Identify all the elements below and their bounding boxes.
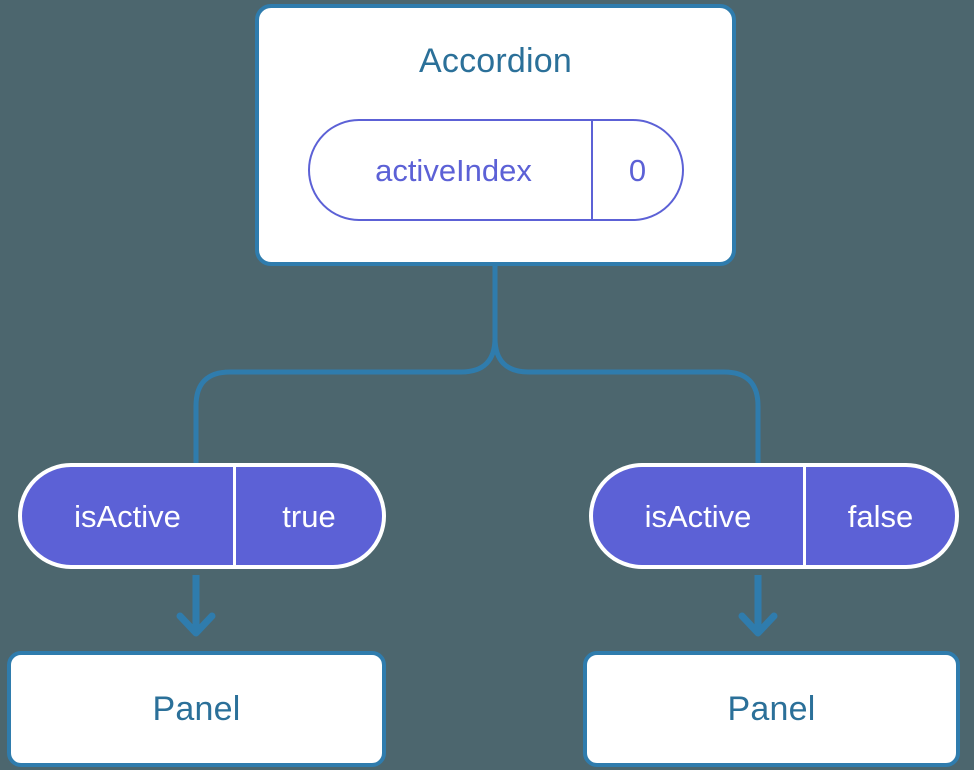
- arrow-head-right-icon: [738, 612, 778, 637]
- state-pill-key: activeIndex: [375, 152, 532, 188]
- panel-component-title: Panel: [727, 690, 816, 728]
- tree-connector-path: [193, 263, 498, 466]
- prop-pill-is-active-false[interactable]: isActive false: [589, 463, 959, 569]
- accordion-component-title: Accordion: [419, 42, 572, 80]
- arrow-head-left-icon: [176, 612, 216, 637]
- prop-pill-value: false: [803, 467, 955, 565]
- prop-pill-value: true: [233, 467, 382, 565]
- panel-component-box-right[interactable]: Panel: [583, 651, 960, 767]
- state-pill-active-index[interactable]: activeIndex 0: [308, 119, 684, 221]
- prop-pill-key: isActive: [74, 498, 181, 534]
- prop-pill-is-active-true[interactable]: isActive true: [18, 463, 386, 569]
- state-pill-value: 0: [591, 121, 682, 219]
- panel-component-box-left[interactable]: Panel: [7, 651, 386, 767]
- tree-connector-path-right: [492, 263, 761, 466]
- panel-component-title: Panel: [152, 690, 241, 728]
- prop-pill-key: isActive: [644, 498, 752, 534]
